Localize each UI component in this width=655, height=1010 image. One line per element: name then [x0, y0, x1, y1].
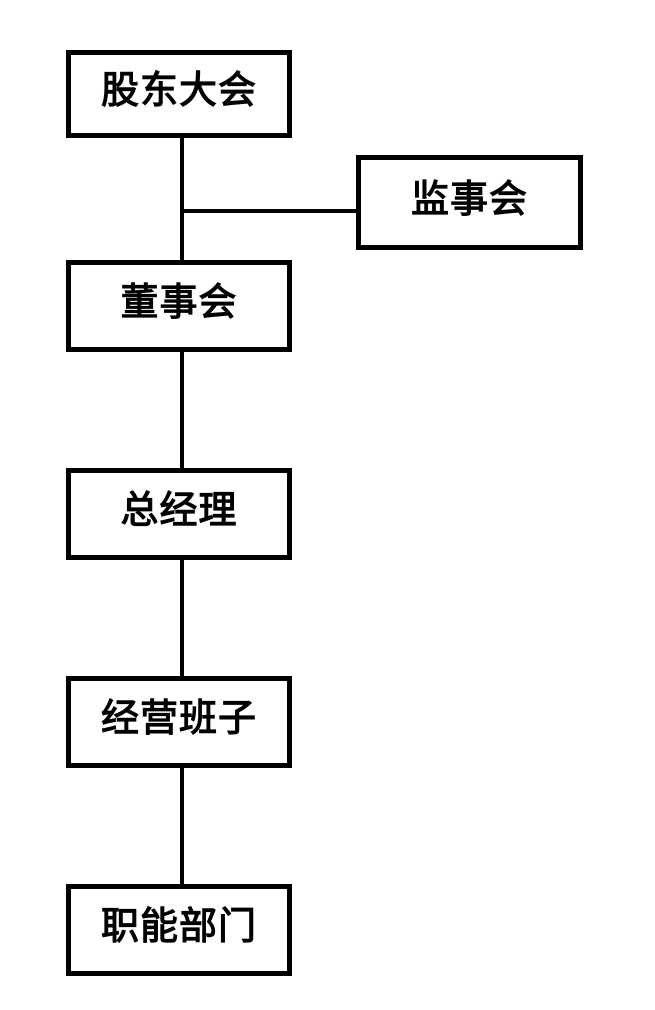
connector-manager-to-management-team — [180, 558, 184, 678]
node-label-shareholders-meeting: 股东大会 — [100, 68, 257, 112]
connector-management-team-to-departments — [180, 766, 184, 886]
node-board-of-directors[interactable]: 董事会 — [66, 260, 292, 352]
node-management-team[interactable]: 经营班子 — [66, 676, 292, 768]
node-label-board-of-directors: 董事会 — [120, 280, 238, 324]
node-label-general-manager: 总经理 — [120, 488, 238, 532]
node-label-board-of-supervisors: 监事会 — [410, 176, 528, 221]
connector-trunk-to-supervisors — [180, 209, 358, 213]
node-label-management-team: 经营班子 — [100, 696, 257, 740]
connector-directors-to-manager — [180, 350, 184, 470]
node-label-functional-departments: 职能部门 — [100, 904, 257, 948]
connector-shareholders-to-directors — [180, 136, 184, 262]
node-board-of-supervisors[interactable]: 监事会 — [356, 155, 583, 250]
node-shareholders-meeting[interactable]: 股东大会 — [66, 50, 292, 138]
node-functional-departments[interactable]: 职能部门 — [66, 884, 292, 976]
node-general-manager[interactable]: 总经理 — [66, 468, 292, 560]
